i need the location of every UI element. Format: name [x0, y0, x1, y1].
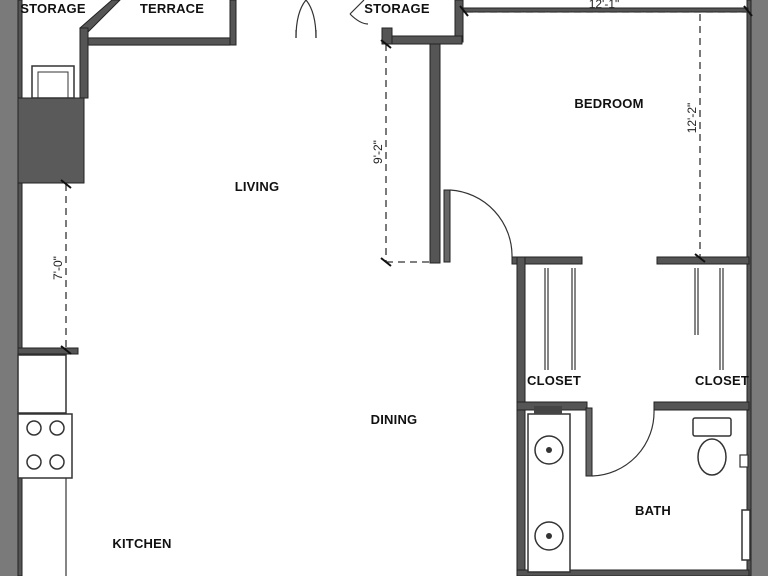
tp-holder — [739, 454, 749, 468]
dim-living-wall: 9'-2" — [371, 140, 385, 164]
pantry-block — [17, 97, 85, 184]
tub — [741, 509, 751, 561]
label-storage-right: STORAGE — [364, 1, 430, 16]
exterior-right-band — [750, 0, 768, 576]
exterior-left-band — [0, 0, 18, 576]
bath-door — [585, 407, 655, 477]
label-closet-left: CLOSET — [527, 373, 581, 388]
bedroom-door — [443, 189, 513, 263]
label-closet-right: CLOSET — [695, 373, 749, 388]
refrigerator — [17, 354, 67, 414]
label-bath: BATH — [635, 503, 671, 518]
label-living: LIVING — [235, 179, 280, 194]
label-bedroom: BEDROOM — [574, 96, 643, 111]
label-kitchen: KITCHEN — [112, 536, 171, 551]
wall-unit — [31, 65, 75, 99]
terrace-railing — [88, 37, 230, 46]
dim-kitchen-wall: 7'-0" — [51, 256, 65, 280]
dim-bedroom-width: 12'-1" — [589, 0, 620, 11]
vanity — [527, 406, 571, 573]
label-dining: DINING — [371, 412, 418, 427]
dim-bedroom-depth: 12'-2" — [685, 103, 699, 134]
label-storage-left: STORAGE — [20, 1, 86, 16]
dimension-lines — [60, 5, 753, 355]
toilet-icon — [692, 417, 732, 476]
label-terrace: TERRACE — [140, 1, 204, 16]
cooktop-icon — [17, 413, 73, 479]
storage-door — [349, 0, 369, 25]
closet-doors — [544, 268, 724, 370]
walls — [17, 0, 752, 576]
terrace-door — [295, 0, 317, 39]
